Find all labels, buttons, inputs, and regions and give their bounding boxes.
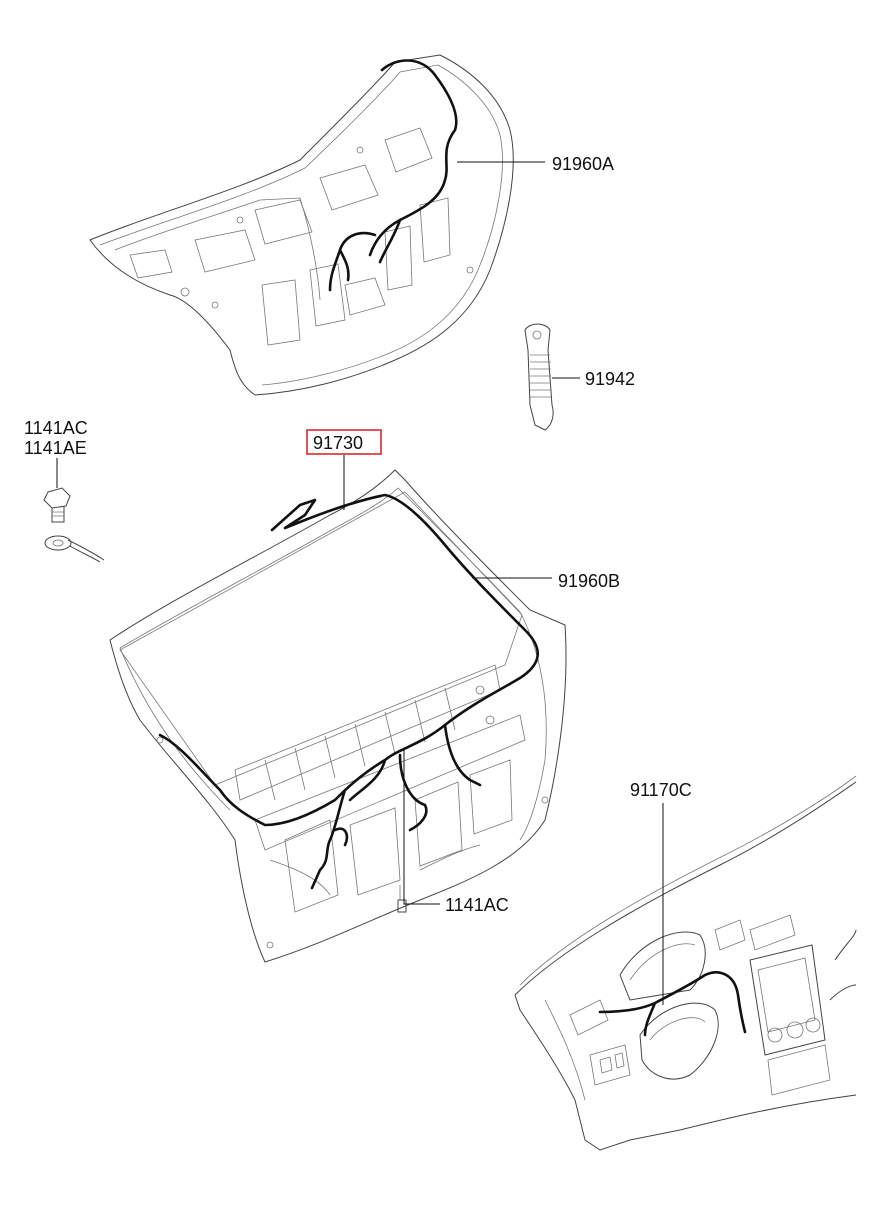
harness-91960A bbox=[328, 59, 458, 292]
grommet-91942 bbox=[524, 323, 554, 431]
leader-1141AC-bottom bbox=[403, 750, 440, 905]
label-91960A: 91960A bbox=[552, 154, 614, 174]
label-91960B: 91960B bbox=[558, 571, 620, 591]
label-1141AC-top: 1141AC bbox=[24, 418, 88, 438]
highlight-box-91730 bbox=[306, 429, 382, 455]
harness-91170C bbox=[598, 971, 747, 1037]
label-1141AC-bottom: 1141AC bbox=[445, 895, 509, 915]
instrument-panel bbox=[514, 775, 857, 1151]
trunk-lid-panel bbox=[89, 54, 514, 396]
label-91730[interactable]: 91730 bbox=[313, 433, 363, 453]
bolt-and-terminal bbox=[43, 487, 105, 563]
label-91170C: 91170C bbox=[630, 780, 692, 800]
label-91942: 91942 bbox=[585, 369, 635, 389]
tailgate-panel bbox=[109, 469, 567, 963]
harness-91960B bbox=[158, 493, 540, 890]
label-1141AE: 1141AE bbox=[24, 438, 87, 458]
